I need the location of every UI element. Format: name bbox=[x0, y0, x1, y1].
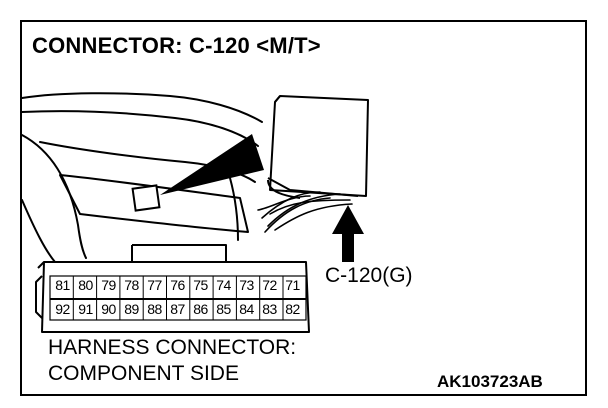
pin-79: 79 bbox=[101, 277, 116, 293]
dashboard-side bbox=[21, 199, 56, 263]
connector-body bbox=[35, 244, 310, 333]
pin-92: 92 bbox=[55, 301, 70, 317]
dashboard-upper-panel bbox=[21, 110, 259, 147]
ecu-unit bbox=[267, 95, 369, 199]
pin-72: 72 bbox=[262, 277, 277, 293]
pin-87: 87 bbox=[170, 301, 185, 317]
pin-74: 74 bbox=[216, 277, 231, 293]
pin-71: 71 bbox=[285, 277, 300, 293]
dashboard-top-edge bbox=[21, 92, 263, 123]
pin-78: 78 bbox=[124, 277, 139, 293]
diagram-frame bbox=[20, 20, 587, 396]
pin-75: 75 bbox=[193, 277, 208, 293]
pin-91: 91 bbox=[78, 301, 93, 317]
glovebox-outline bbox=[59, 174, 249, 233]
pin-88: 88 bbox=[147, 301, 162, 317]
pin-85: 85 bbox=[216, 301, 231, 317]
pin-89: 89 bbox=[124, 301, 139, 317]
callout-wedge bbox=[160, 134, 264, 195]
pin-81: 81 bbox=[55, 277, 70, 293]
pin-83: 83 bbox=[262, 301, 277, 317]
location-arrow bbox=[332, 205, 364, 262]
pin-80: 80 bbox=[78, 277, 93, 293]
pin-84: 84 bbox=[239, 301, 254, 317]
figure-code: AK103723AB bbox=[437, 372, 543, 391]
pin-86: 86 bbox=[193, 301, 208, 317]
connector-title: CONNECTOR: C-120 <M/T> bbox=[32, 33, 321, 58]
connector-label: C-120(G) bbox=[325, 264, 413, 287]
pin-82: 82 bbox=[285, 301, 300, 317]
steering-area bbox=[21, 134, 87, 259]
center-console bbox=[229, 177, 239, 241]
ecu-location-box bbox=[131, 184, 161, 212]
caption-line-1: HARNESS CONNECTOR: bbox=[48, 336, 297, 359]
pin-grid bbox=[49, 275, 307, 321]
pin-73: 73 bbox=[239, 277, 254, 293]
caption-line-2: COMPONENT SIDE bbox=[48, 362, 239, 385]
pin-77: 77 bbox=[147, 277, 162, 293]
pin-90: 90 bbox=[101, 301, 116, 317]
pin-76: 76 bbox=[170, 277, 185, 293]
wire-harness bbox=[257, 191, 353, 233]
